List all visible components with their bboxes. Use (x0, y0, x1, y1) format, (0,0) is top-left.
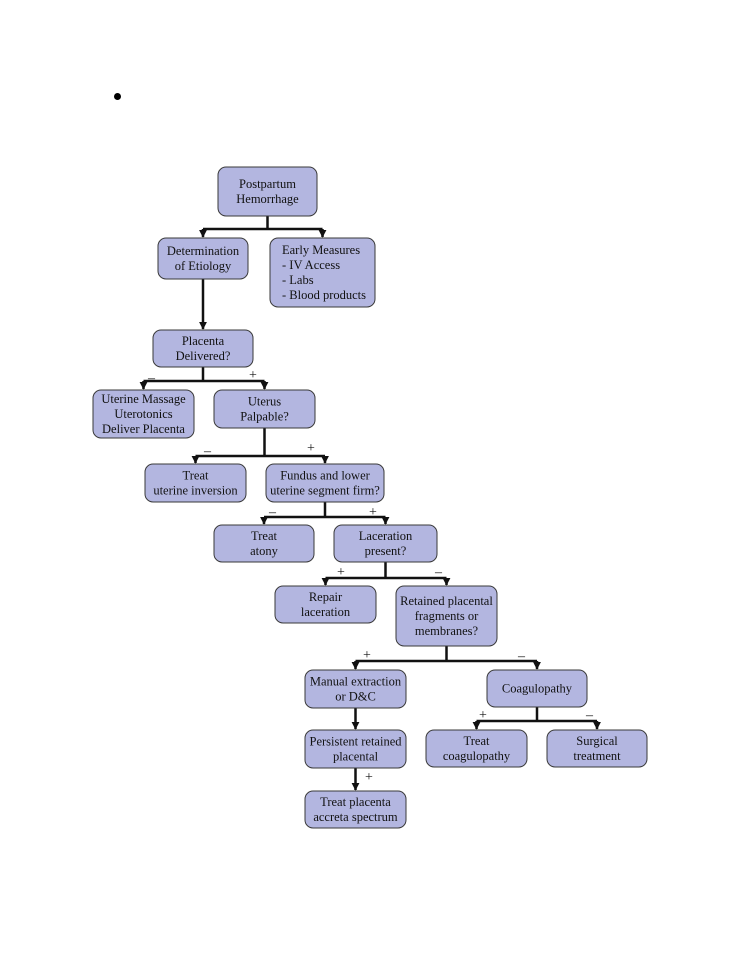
node-label-line: Laceration (359, 529, 413, 543)
sign-laceration-pos: + (337, 565, 345, 580)
sign-coag-neg: – (585, 708, 594, 723)
node-box (144, 463, 247, 503)
node-label-line: Fundus and lower (280, 469, 370, 483)
node-label-line: Early Measures (282, 243, 360, 257)
node-label-line: Retained placental (400, 594, 493, 608)
node-box (217, 166, 318, 217)
branch-signs: – + – + – + + – + – + – + (147, 368, 594, 785)
sign-retained-neg: – (517, 649, 526, 664)
sign-placenta-neg: – (147, 371, 156, 386)
sign-laceration-neg: – (434, 565, 443, 580)
node-label-line: Palpable? (240, 410, 289, 424)
sign-fundus-neg: – (268, 505, 277, 520)
node-label-line: Treat (183, 469, 209, 483)
node-label-line: Treat (251, 529, 277, 543)
node-label-line: or D&C (335, 690, 376, 704)
node-label-line: Postpartum (239, 177, 296, 191)
node-label-line: uterine segment firm? (270, 484, 380, 498)
node-box (213, 524, 315, 563)
node-label-line: Delivered? (176, 349, 231, 363)
sign-persistent-pos: + (365, 770, 373, 785)
node-label-line: Treat (464, 734, 490, 748)
node-label-line: Hemorrhage (236, 192, 299, 206)
connectors (139, 216, 602, 791)
node-label-line: Manual extraction (310, 675, 402, 689)
node-box (274, 585, 377, 624)
node-label-line: treatment (573, 749, 621, 763)
node-label-line: uterine inversion (153, 484, 238, 498)
node-label-line: Surgical (576, 734, 618, 748)
node-box (269, 237, 376, 308)
node-box (213, 389, 316, 429)
node-label-line: Placenta (182, 334, 225, 348)
node-box (304, 790, 407, 829)
node-label-line: fragments or (415, 609, 479, 623)
node-label-line: Deliver Placenta (102, 422, 185, 436)
node-label-line: Uterine Massage (101, 392, 186, 406)
node-label-line: Coagulopathy (502, 682, 573, 696)
sign-uterus-neg: – (203, 444, 212, 459)
node-label-line: Uterus (248, 395, 281, 409)
node-label-line: membranes? (415, 624, 479, 638)
node-label-line: Determination (167, 244, 240, 258)
node-box (546, 729, 648, 768)
node-box (265, 463, 385, 503)
node-label-line: atony (250, 544, 279, 558)
node-label-line: Repair (309, 590, 343, 604)
node-box (395, 585, 498, 647)
node-label-line: coagulopathy (443, 749, 511, 763)
node-box (152, 329, 254, 368)
node-label-line: of Etiology (175, 259, 232, 273)
node-label-line: Treat placenta (320, 795, 391, 809)
sign-fundus-pos: + (369, 505, 377, 520)
sign-retained-pos: + (363, 648, 371, 663)
node-label-line: - IV Access (282, 258, 340, 272)
node-label-line: laceration (301, 605, 351, 619)
node-label-line: Uterotonics (114, 407, 172, 421)
node-box (486, 669, 588, 708)
node-label-line: - Blood products (282, 288, 366, 302)
node-box (425, 729, 528, 768)
sign-uterus-pos: + (307, 441, 315, 456)
node-label-line: placental (333, 750, 379, 764)
node-coag: Coagulopathy (486, 669, 588, 708)
node-label-line: Persistent retained (310, 735, 403, 749)
sign-coag-pos: + (479, 708, 487, 723)
node-box (92, 389, 195, 439)
node-label-line: present? (365, 544, 407, 558)
node-box (333, 524, 438, 563)
node-label-line: accreta spectrum (313, 810, 398, 824)
bullet-point (114, 93, 121, 100)
node-box (304, 669, 407, 709)
sign-placenta-pos: + (249, 368, 257, 383)
node-box (304, 729, 407, 769)
node-early: Early Measures- IV Access- Labs- Blood p… (269, 237, 376, 308)
node-label-line: - Labs (282, 273, 314, 287)
node-box (157, 237, 249, 280)
